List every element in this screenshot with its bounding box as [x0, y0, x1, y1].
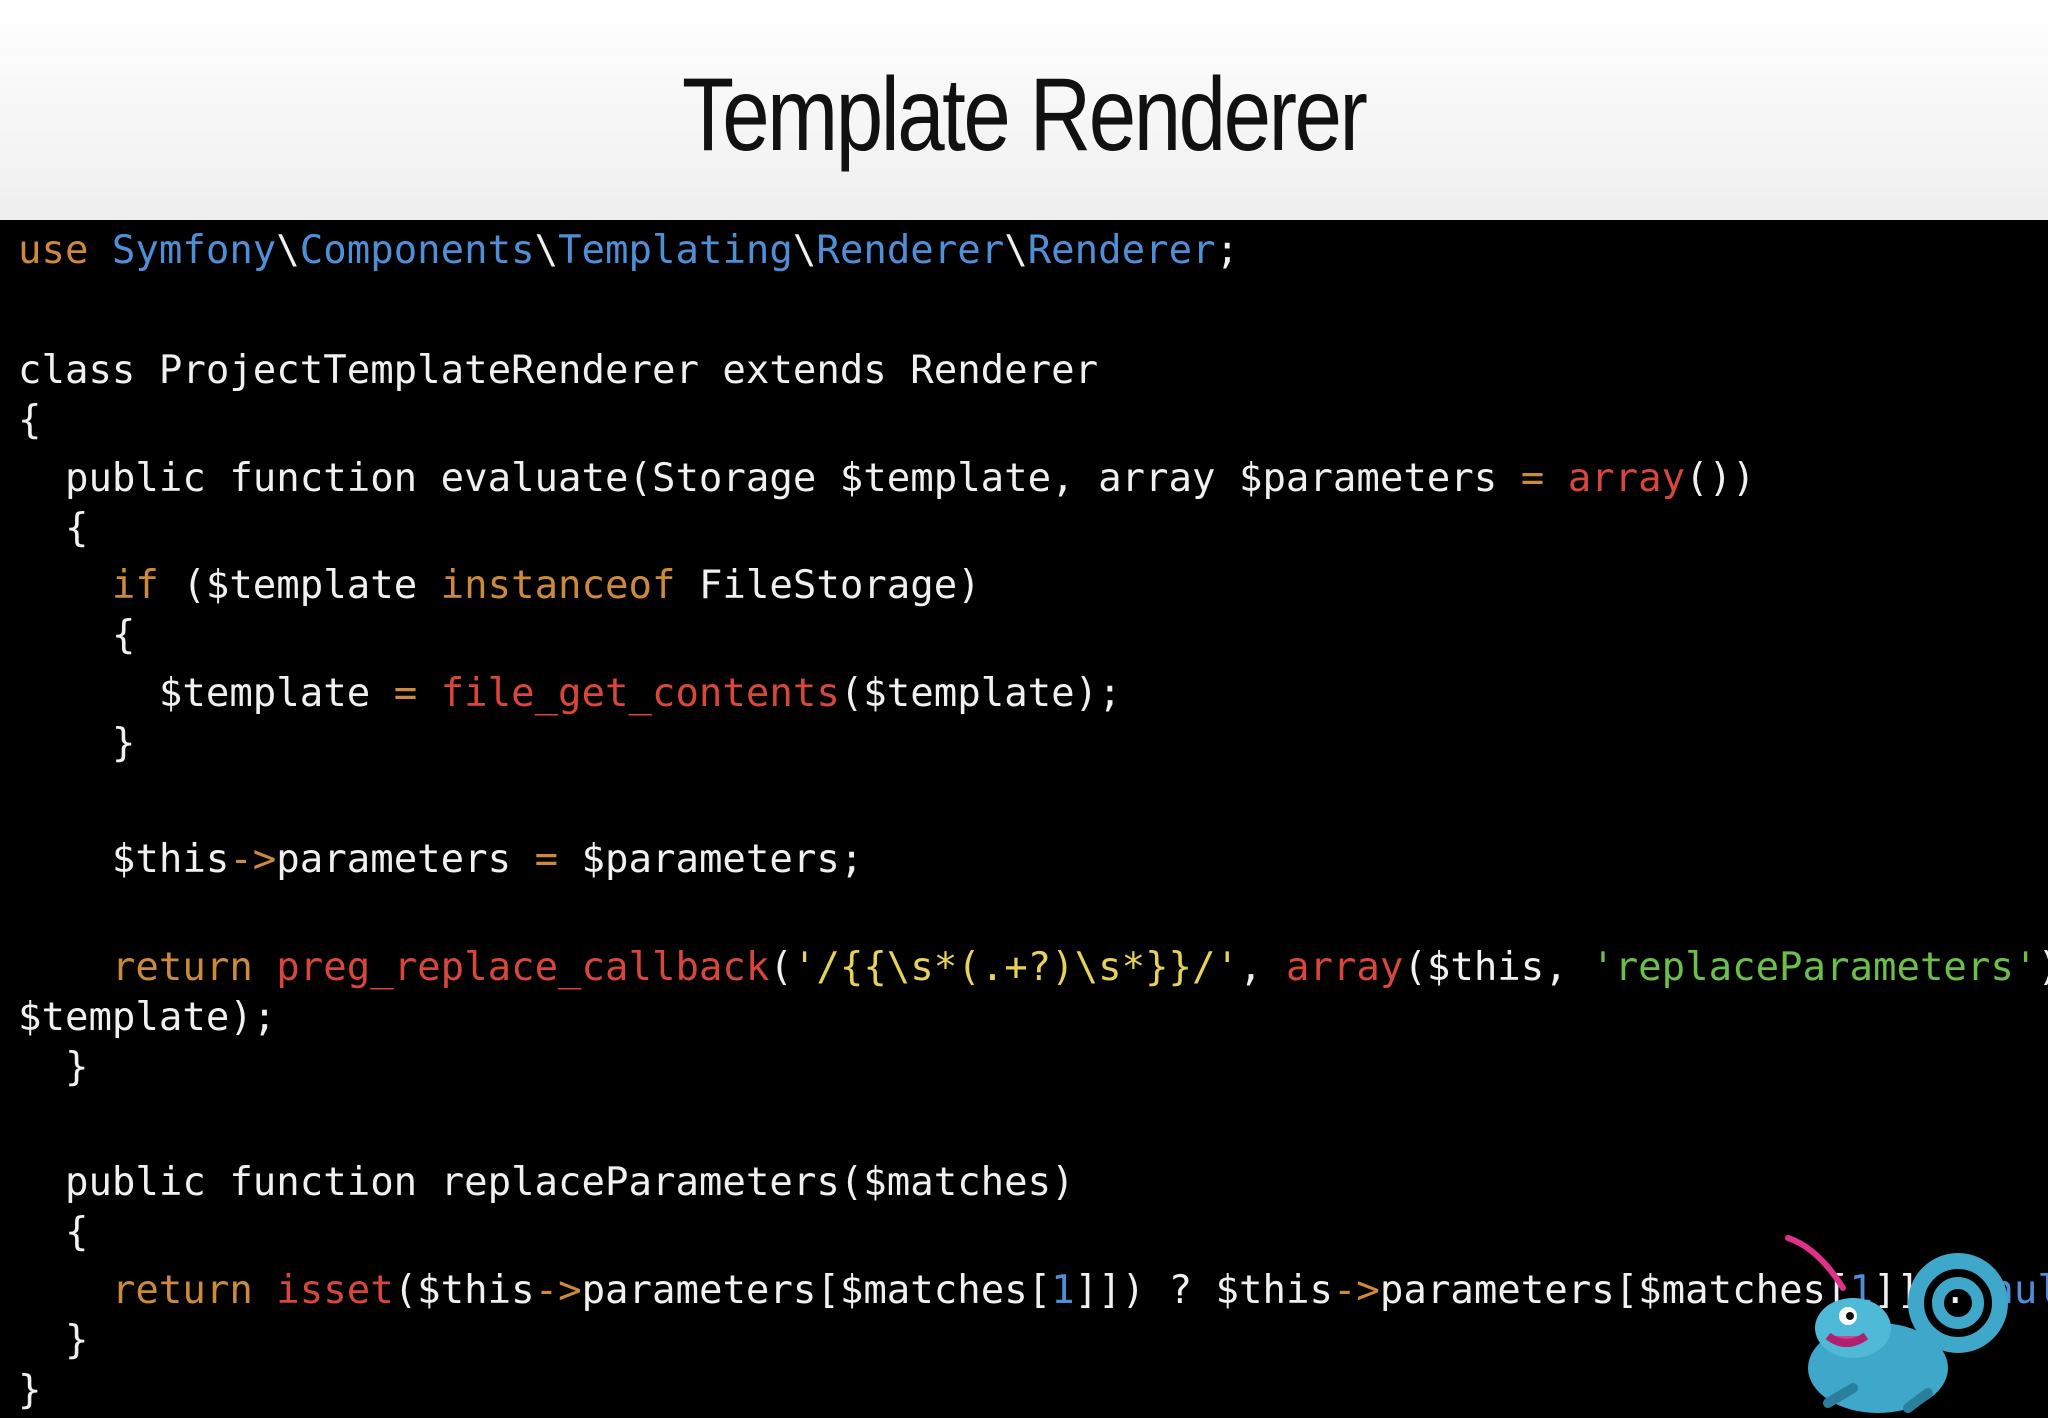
code-line: }	[18, 1043, 89, 1093]
code-token: $template);	[18, 995, 277, 1040]
code-token: ;	[1215, 228, 1240, 273]
code-token: ())	[1685, 456, 1756, 501]
code-token: isset	[276, 1268, 394, 1313]
code-token: {	[18, 506, 89, 551]
code-token: return	[111, 1268, 253, 1313]
code-line: class ProjectTemplateRenderer extends Re…	[18, 346, 1098, 396]
code-line: public function replaceParameters($match…	[18, 1158, 1075, 1208]
code-line: $template = file_get_contents($template)…	[18, 669, 1122, 719]
code-token	[18, 1268, 112, 1313]
code-token	[253, 945, 276, 990]
code-token	[18, 563, 112, 608]
code-token: ($template);	[839, 671, 1122, 716]
code-token: ),	[2037, 945, 2048, 990]
code-line: return preg_replace_callback('/{{\s*(.+?…	[18, 943, 2048, 993]
code-token: =	[393, 671, 418, 716]
code-token: }	[18, 1045, 89, 1090]
chameleon-mascot-icon	[1785, 1235, 2008, 1413]
code-token: parameters	[276, 837, 535, 882]
code-token: FileStorage)	[675, 563, 981, 608]
code-token: {	[18, 398, 42, 443]
code-token: ($this	[393, 1268, 535, 1313]
code-token: ->	[534, 1268, 582, 1313]
code-token: ->	[229, 837, 277, 882]
code-token: if	[111, 563, 159, 608]
code-token: 1	[1051, 1268, 1075, 1313]
code-token: Templating	[558, 228, 793, 273]
slide-title-bar: Template Renderer	[0, 0, 2048, 220]
code-token: Symfony	[111, 228, 277, 273]
code-line: {	[18, 1208, 89, 1258]
code-token: \	[276, 228, 300, 273]
code-line: {	[18, 396, 41, 446]
code-token: {	[18, 1210, 89, 1255]
code-token: }	[18, 1368, 42, 1413]
code-token: \	[792, 228, 817, 273]
code-token: $this	[18, 837, 230, 882]
code-token: }	[18, 721, 136, 766]
code-token: array	[1567, 456, 1686, 501]
code-token: =	[1520, 456, 1545, 501]
code-token: $template	[18, 671, 394, 716]
code-token: $parameters;	[558, 837, 864, 882]
code-token: =	[534, 837, 559, 882]
code-line: if ($template instanceof FileStorage)	[18, 561, 981, 611]
code-token: Renderer	[1027, 228, 1216, 273]
code-token: parameters[$matches[	[581, 1268, 1052, 1313]
code-token: class ProjectTemplateRenderer extends Re…	[18, 348, 1099, 393]
code-token: (	[769, 945, 793, 990]
code-token: Renderer	[816, 228, 1005, 273]
code-line: public function evaluate(Storage $templa…	[18, 454, 1756, 504]
code-token: array	[1285, 945, 1404, 990]
code-line: $template);	[18, 993, 276, 1043]
code-token	[1544, 456, 1567, 501]
code-line: $this->parameters = $parameters;	[18, 835, 863, 885]
code-token: instanceof	[440, 563, 676, 608]
code-token: ($this,	[1403, 945, 1592, 990]
code-line: use Symfony\Components\Templating\Render…	[18, 226, 1239, 276]
code-token: public function replaceParameters($match…	[18, 1160, 1075, 1205]
code-token: use	[18, 228, 112, 273]
code-line: return isset($this->parameters[$matches[…	[18, 1266, 2048, 1316]
code-token: return	[111, 945, 253, 990]
code-token: ->	[1332, 1268, 1380, 1313]
code-token: preg_replace_callback	[276, 945, 770, 990]
code-token: Components	[299, 228, 535, 273]
code-token: ,	[1239, 945, 1286, 990]
code-line: }	[18, 719, 136, 769]
code-token: \	[534, 228, 559, 273]
code-line: {	[18, 504, 89, 554]
code-token: }	[18, 1318, 89, 1363]
code-token: \	[1004, 228, 1028, 273]
code-line: {	[18, 611, 136, 661]
code-token: 'replaceParameters'	[1591, 945, 2038, 990]
code-token: parameters[$matches[	[1379, 1268, 1850, 1313]
code-token: public function evaluate(Storage $templa…	[18, 456, 1521, 501]
code-token: ]]) ? $this	[1074, 1268, 1333, 1313]
slide-title: Template Renderer	[682, 56, 1368, 173]
code-token	[417, 671, 440, 716]
code-line: }	[18, 1316, 89, 1366]
code-line: }	[18, 1366, 41, 1416]
code-token: file_get_contents	[440, 671, 840, 716]
code-block: use Symfony\Components\Templating\Render…	[0, 220, 2048, 1418]
code-token	[18, 945, 112, 990]
code-token	[253, 1268, 276, 1313]
code-token: '/{{\s*(.+?)\s*}}/'	[792, 945, 1239, 990]
code-token: ($template	[158, 563, 441, 608]
code-token: {	[18, 613, 136, 658]
